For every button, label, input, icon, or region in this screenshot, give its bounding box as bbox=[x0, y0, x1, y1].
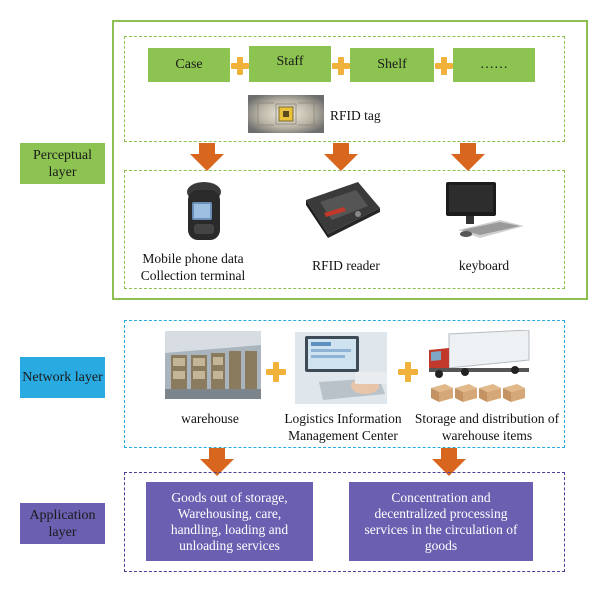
down-arrow-icon bbox=[200, 448, 234, 476]
warehouse-icon bbox=[165, 331, 261, 399]
device-label-terminal: Mobile phone data Collection terminal bbox=[140, 251, 246, 283]
device-label-keyboard: keyboard bbox=[458, 258, 510, 273]
down-arrow-icon bbox=[451, 143, 485, 171]
network-label-logistics-center: Logistics Information Management Center bbox=[284, 411, 402, 443]
perceptual-layer-frame bbox=[112, 20, 588, 300]
plus-icon bbox=[231, 57, 249, 75]
down-arrow-icon bbox=[324, 143, 358, 171]
application-layer-label: Application layer bbox=[20, 503, 105, 544]
application-layer-frame bbox=[124, 472, 565, 572]
plus-icon bbox=[435, 57, 453, 75]
network-label-warehouse: warehouse bbox=[181, 411, 239, 426]
device-label-rfid-reader: RFID reader bbox=[312, 258, 380, 273]
item-staff: Staff bbox=[249, 46, 331, 82]
rfid-tag-icon bbox=[248, 95, 324, 133]
service-box-processing: Concentration and decentralized processi… bbox=[349, 482, 533, 561]
computer-keyboard-icon bbox=[440, 182, 526, 240]
handheld-terminal-icon bbox=[180, 180, 228, 244]
perceptual-objects-group bbox=[124, 36, 565, 142]
rfid-reader-icon bbox=[298, 178, 384, 238]
service-box-warehousing: Goods out of storage, Warehousing, care,… bbox=[146, 482, 313, 561]
plus-icon bbox=[332, 57, 350, 75]
rfid-tag-label: RFID tag bbox=[330, 108, 381, 123]
truck-icon bbox=[425, 329, 533, 404]
perceptual-devices-group bbox=[124, 170, 565, 289]
network-layer-frame bbox=[124, 320, 565, 448]
logistics-center-icon bbox=[295, 332, 387, 404]
down-arrow-icon bbox=[190, 143, 224, 171]
item-more: …… bbox=[453, 48, 535, 82]
down-arrow-icon bbox=[432, 448, 466, 476]
item-shelf: Shelf bbox=[350, 48, 434, 82]
perceptual-layer-label: Perceptual layer bbox=[20, 143, 105, 184]
network-label-storage-distribution: Storage and distribution of warehouse it… bbox=[414, 411, 560, 443]
network-layer-label: Network layer bbox=[20, 357, 105, 398]
plus-icon bbox=[266, 362, 286, 382]
item-case: Case bbox=[148, 48, 230, 82]
plus-icon bbox=[398, 362, 418, 382]
